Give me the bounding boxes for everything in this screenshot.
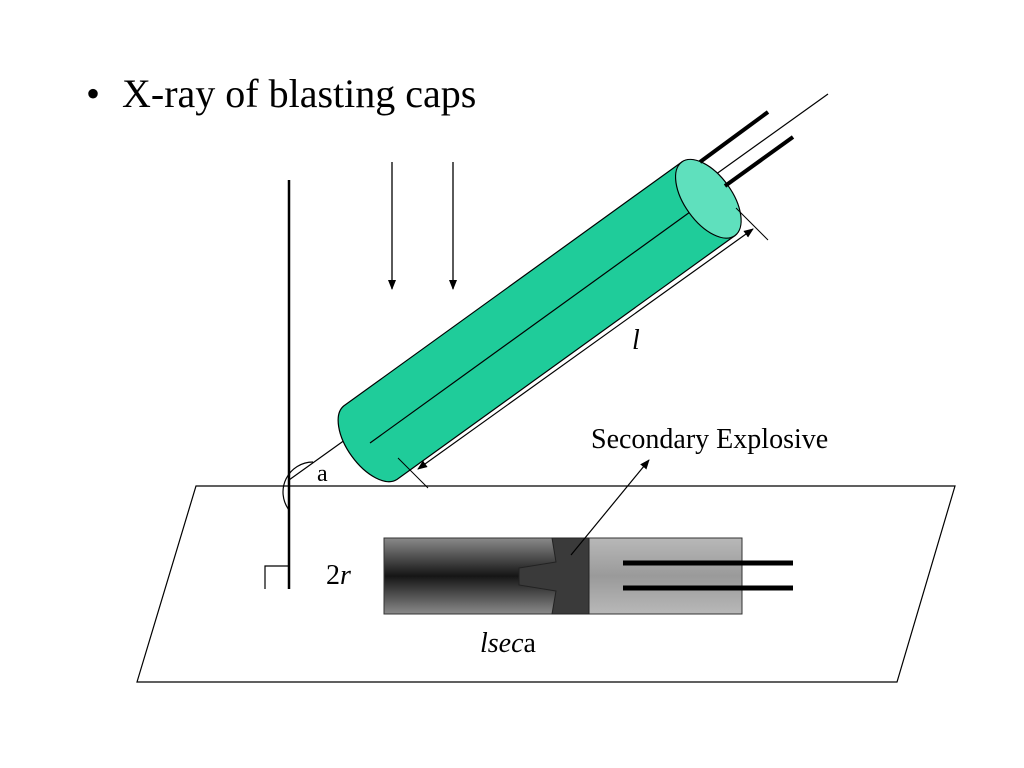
length-dimension-arrow	[417, 228, 754, 470]
length-label: l	[632, 325, 640, 356]
secondary-explosive-label: Secondary Explosive	[591, 424, 828, 455]
angle-label: a	[317, 461, 328, 487]
length-tick-top	[735, 207, 769, 241]
cap-axis-inner	[369, 198, 709, 444]
lead-wire-2	[723, 135, 795, 188]
film-plane	[136, 485, 956, 683]
slide-title: X-ray of blasting caps	[122, 71, 477, 116]
slide-bullet: • X-ray of blasting caps	[86, 70, 476, 117]
secondary-explosive-charge	[518, 537, 590, 615]
right-angle-marker	[264, 565, 289, 589]
projection-light-section	[588, 537, 743, 615]
diameter-label: 2r	[326, 560, 351, 591]
angle-arc	[282, 461, 314, 511]
length-tick-bottom	[397, 457, 429, 489]
projected-length-label: lseca	[480, 628, 537, 659]
lead-wire-1	[698, 110, 770, 164]
bullet-marker: •	[86, 71, 101, 116]
secondary-explosive-pointer	[570, 459, 650, 556]
